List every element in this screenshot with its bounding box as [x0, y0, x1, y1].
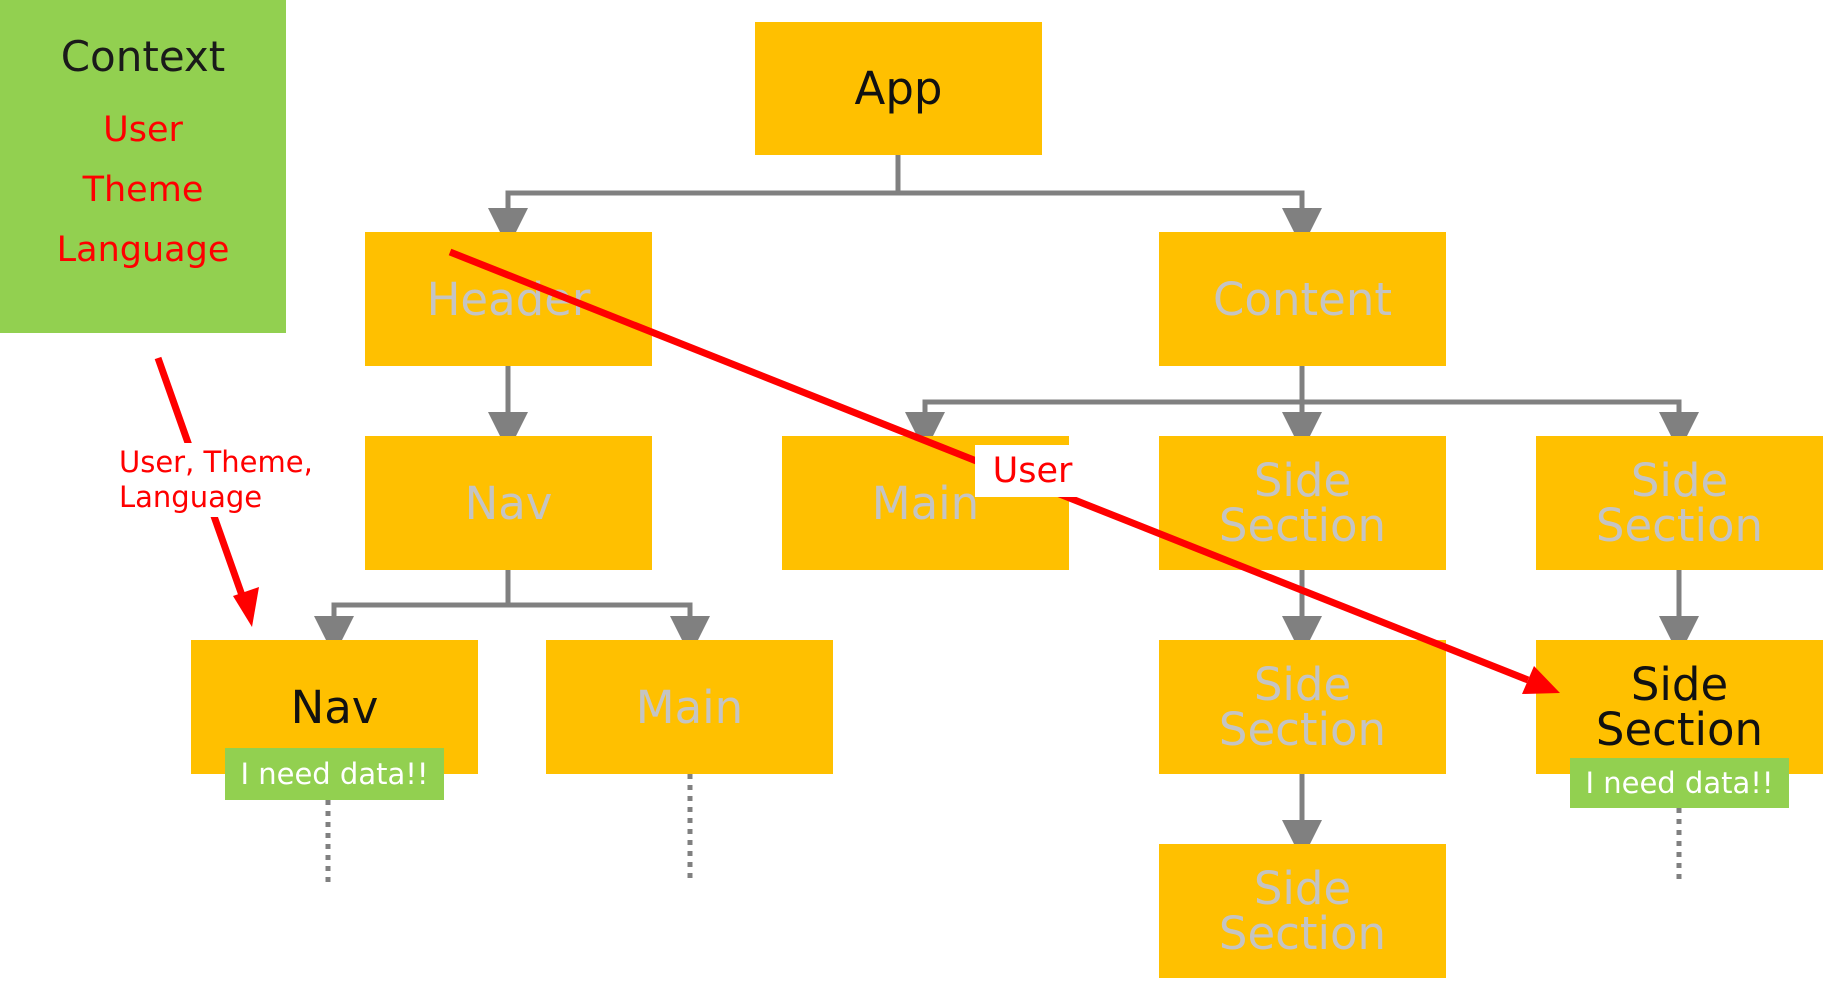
flow-label-user: User: [975, 445, 1090, 497]
node-side-section-5: Side Section: [1159, 844, 1446, 978]
connector-app-content: [898, 190, 1322, 248]
node-main-child: Main: [546, 640, 833, 774]
node-main-label: Main: [871, 476, 980, 530]
node-side-section-4-label: Side Section: [1595, 658, 1764, 756]
context-item-user: User: [103, 110, 183, 150]
node-app-label: App: [854, 62, 943, 115]
context-box: Context User Theme Language: [0, 0, 286, 333]
node-nav: Nav: [365, 436, 652, 570]
node-main-child-label: Main: [635, 680, 744, 734]
node-side-section-5-label: Side Section: [1218, 862, 1387, 960]
flow-label-context: User, Theme, Language: [115, 443, 317, 517]
connector-app-header: [488, 155, 901, 248]
node-header-label: Header: [426, 272, 591, 326]
node-side-section-2: Side Section: [1536, 436, 1823, 570]
node-side-section-3: Side Section: [1159, 640, 1446, 774]
node-side-section-3-label: Side Section: [1218, 658, 1387, 756]
node-app: App: [755, 22, 1042, 155]
need-data-badge-nav: I need data!!: [225, 748, 444, 800]
node-nav-label: Nav: [464, 476, 553, 530]
context-item-theme: Theme: [82, 170, 204, 210]
node-side-section-2-label: Side Section: [1595, 454, 1764, 552]
connector-content-main: [905, 366, 1305, 452]
node-content-label: Content: [1213, 272, 1392, 326]
need-data-badge-side: I need data!!: [1570, 758, 1789, 808]
context-item-language: Language: [56, 230, 230, 270]
connector-content-side2: [1302, 399, 1699, 452]
connector-nav-navchild: [314, 570, 511, 656]
context-title: Context: [60, 32, 226, 81]
node-side-section-1: Side Section: [1159, 436, 1446, 570]
node-side-section-1-label: Side Section: [1218, 454, 1387, 552]
node-content: Content: [1159, 232, 1446, 366]
node-header: Header: [365, 232, 652, 366]
node-nav-child-label: Nav: [290, 680, 379, 734]
connector-nav-mainchild: [508, 602, 710, 656]
node-side-section-4: Side Section: [1536, 640, 1823, 774]
